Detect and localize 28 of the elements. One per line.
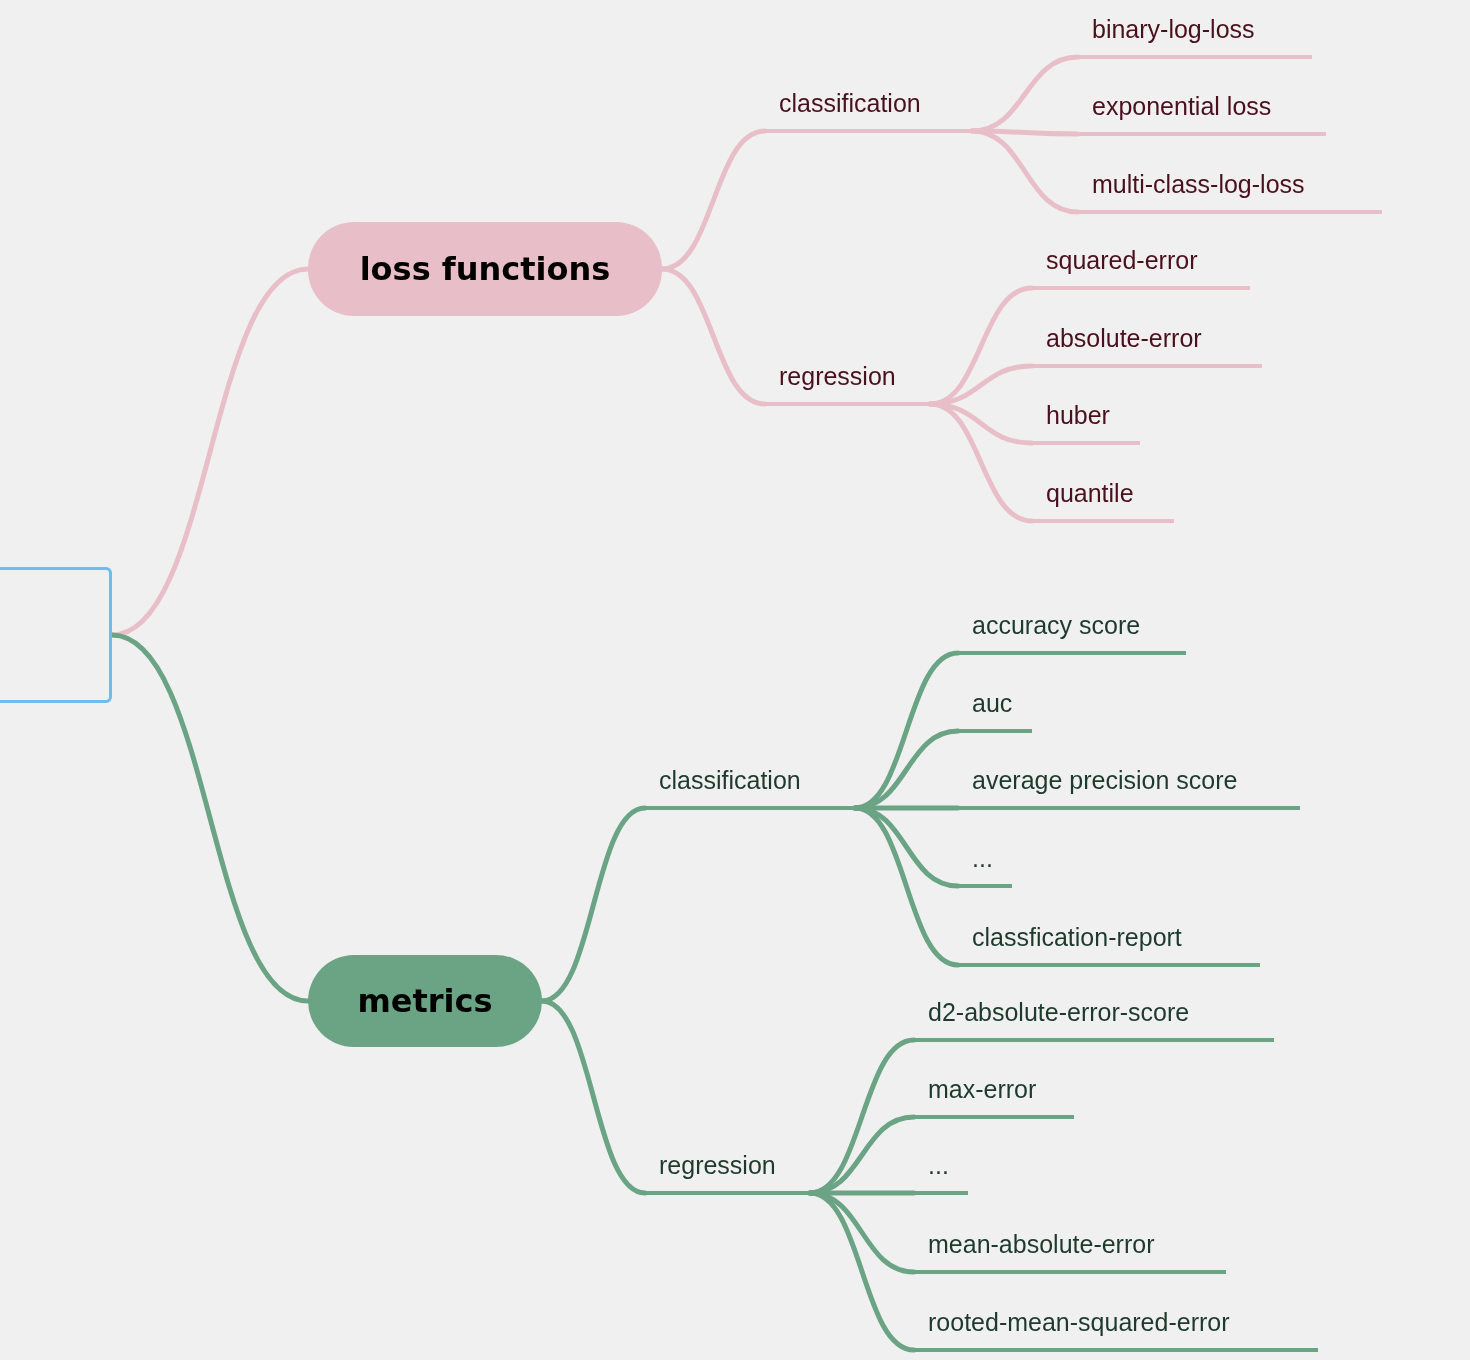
branch-label: accuracy score <box>958 607 1186 655</box>
branch-label: classification <box>645 762 855 810</box>
branch-label: regression <box>645 1147 810 1195</box>
branch-label: rooted-mean-squared-error <box>914 1304 1318 1352</box>
branch-label: d2-absolute-error-score <box>914 994 1274 1042</box>
branch-label: quantile <box>1032 475 1174 523</box>
branch-label: ... <box>914 1147 968 1195</box>
branch-label: ... <box>958 840 1012 888</box>
branch-label: huber <box>1032 397 1140 445</box>
topic-pill: metrics <box>308 955 542 1047</box>
branch-connector <box>807 1190 917 1353</box>
topic-pill: loss functions <box>308 222 662 316</box>
root-box <box>0 567 112 703</box>
branch-connector <box>927 401 1035 524</box>
branch-connector <box>969 128 1081 215</box>
branch-label: max-error <box>914 1071 1074 1119</box>
branch-label: auc <box>958 685 1032 733</box>
branch-label: exponential loss <box>1078 88 1326 136</box>
branch-label: classfication-report <box>958 919 1260 967</box>
branch-label: regression <box>765 358 930 406</box>
branch-label: squared-error <box>1032 242 1250 290</box>
branch-label: mean-absolute-error <box>914 1226 1226 1274</box>
branch-label: classification <box>765 85 972 133</box>
branch-label: absolute-error <box>1032 320 1262 368</box>
branch-connector <box>852 805 961 968</box>
branch-label: average precision score <box>958 762 1300 810</box>
branch-label: multi-class-log-loss <box>1078 166 1382 214</box>
branch-label: binary-log-loss <box>1078 11 1312 59</box>
